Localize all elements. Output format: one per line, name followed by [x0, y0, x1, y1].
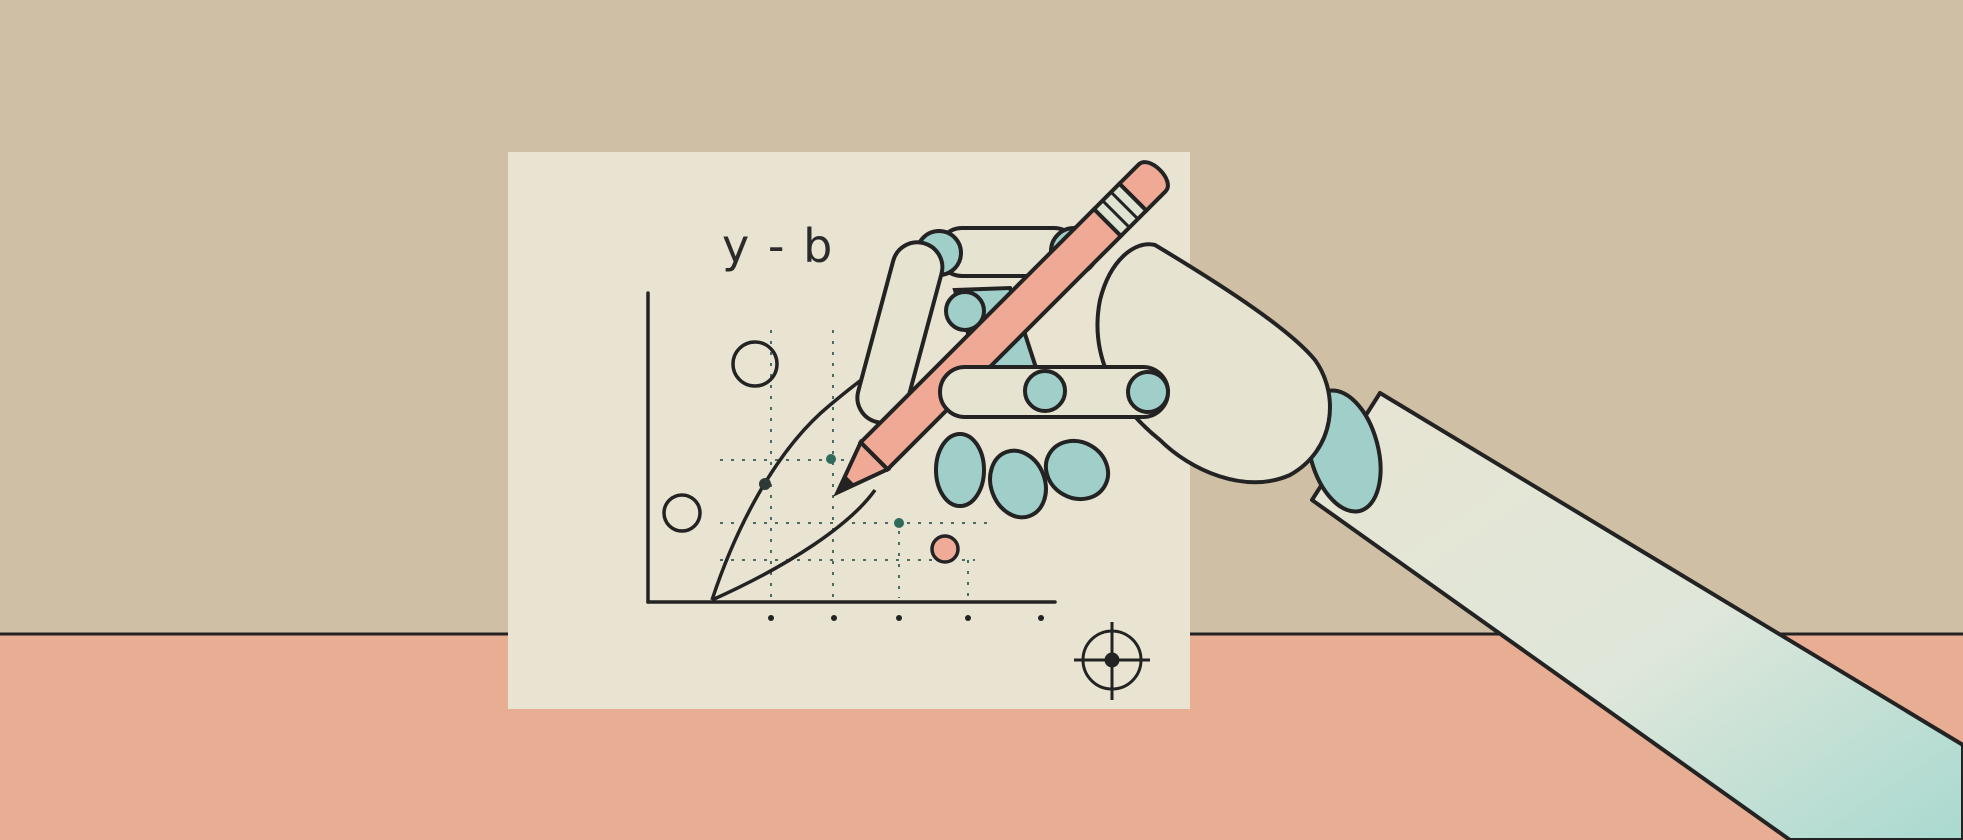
- pencil-icon: [833, 160, 1170, 497]
- marker-point: [759, 478, 771, 490]
- formula-label: y - b: [722, 219, 834, 273]
- marker-open-small: [662, 493, 702, 533]
- axis-ticks: [768, 615, 1044, 621]
- robot-palm: [1095, 242, 1332, 485]
- marker-point: [894, 518, 904, 528]
- finger-joint: [1126, 370, 1170, 414]
- curve-lower: [711, 488, 877, 602]
- chart-grid: [720, 330, 990, 598]
- marker-filled-pink: [930, 534, 960, 564]
- finger-joint: [944, 290, 986, 332]
- marker-open-large: [731, 340, 779, 388]
- robot-finger-left: [855, 240, 945, 425]
- marker-point: [826, 454, 836, 464]
- finger-joint: [1023, 369, 1067, 413]
- crosshair-icon: [1074, 622, 1150, 700]
- chart-axes: [646, 291, 1057, 604]
